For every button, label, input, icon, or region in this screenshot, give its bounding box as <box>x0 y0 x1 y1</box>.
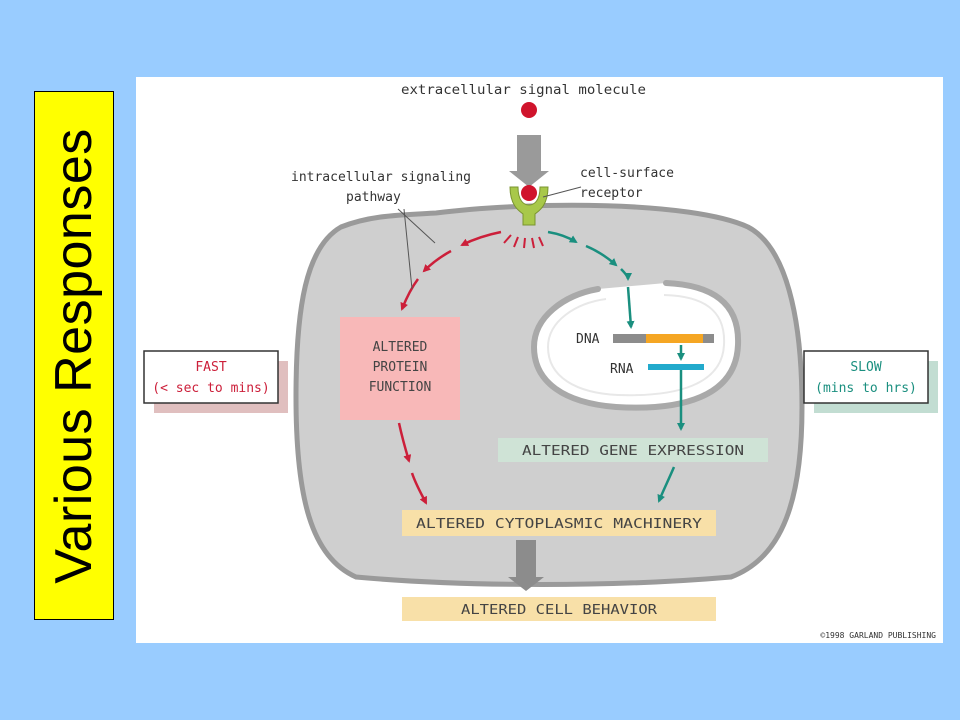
signaling-diagram: extracellular signal molecule intracellu… <box>143 83 938 640</box>
cell-behavior-label: ALTERED CELL BEHAVIOR <box>461 603 657 618</box>
dna-label: DNA <box>576 332 600 347</box>
dna-strand <box>613 334 714 343</box>
slide-title-box: Various Responses <box>34 91 114 620</box>
cytoplasmic-label: ALTERED CYTOPLASMIC MACHINERY <box>416 517 702 532</box>
signal-molecule-icon <box>521 102 537 118</box>
signal-label: extracellular signal molecule <box>401 83 646 98</box>
gene-expression-label: ALTERED GENE EXPRESSION <box>522 444 744 459</box>
fast-duration-label: (< sec to mins) <box>152 381 269 396</box>
nucleus <box>530 280 742 411</box>
pathway-label-line1: intracellular signaling <box>291 170 471 185</box>
slow-label-box <box>803 350 929 404</box>
fast-label: FAST <box>195 360 226 375</box>
slow-duration-label: (mins to hrs) <box>815 381 917 396</box>
pathway-pointer-lines <box>397 186 582 290</box>
protein-label-line3: FUNCTION <box>369 380 432 395</box>
diagram-panel: extracellular signal molecule intracellu… <box>136 77 943 643</box>
slow-pathway-arrows <box>547 230 685 503</box>
pathway-label-line2: pathway <box>346 190 401 205</box>
activation-burst <box>503 234 544 249</box>
slow-label: SLOW <box>850 360 881 375</box>
altered-protein-box <box>340 317 460 420</box>
fast-pathway-arrows <box>397 230 502 505</box>
slide-title: Various Responses <box>45 127 103 584</box>
cell-behavior-bar <box>402 597 716 621</box>
fast-label-box <box>143 350 279 404</box>
rna-label: RNA <box>610 362 634 377</box>
protein-label-line1: ALTERED <box>373 340 428 355</box>
output-arrow <box>508 540 544 591</box>
gene-expression-bar <box>498 438 768 462</box>
protein-label-line2: PROTEIN <box>373 360 428 375</box>
rna-strand <box>648 364 704 370</box>
copyright-label: ©1998 GARLAND PUBLISHING <box>820 631 936 640</box>
receptor-label-line1: cell-surface <box>580 166 674 181</box>
cytoplasmic-machinery-bar <box>402 510 716 536</box>
signal-arrow <box>509 135 549 187</box>
receptor-icon <box>509 185 549 226</box>
receptor-label-line2: receptor <box>580 186 643 201</box>
